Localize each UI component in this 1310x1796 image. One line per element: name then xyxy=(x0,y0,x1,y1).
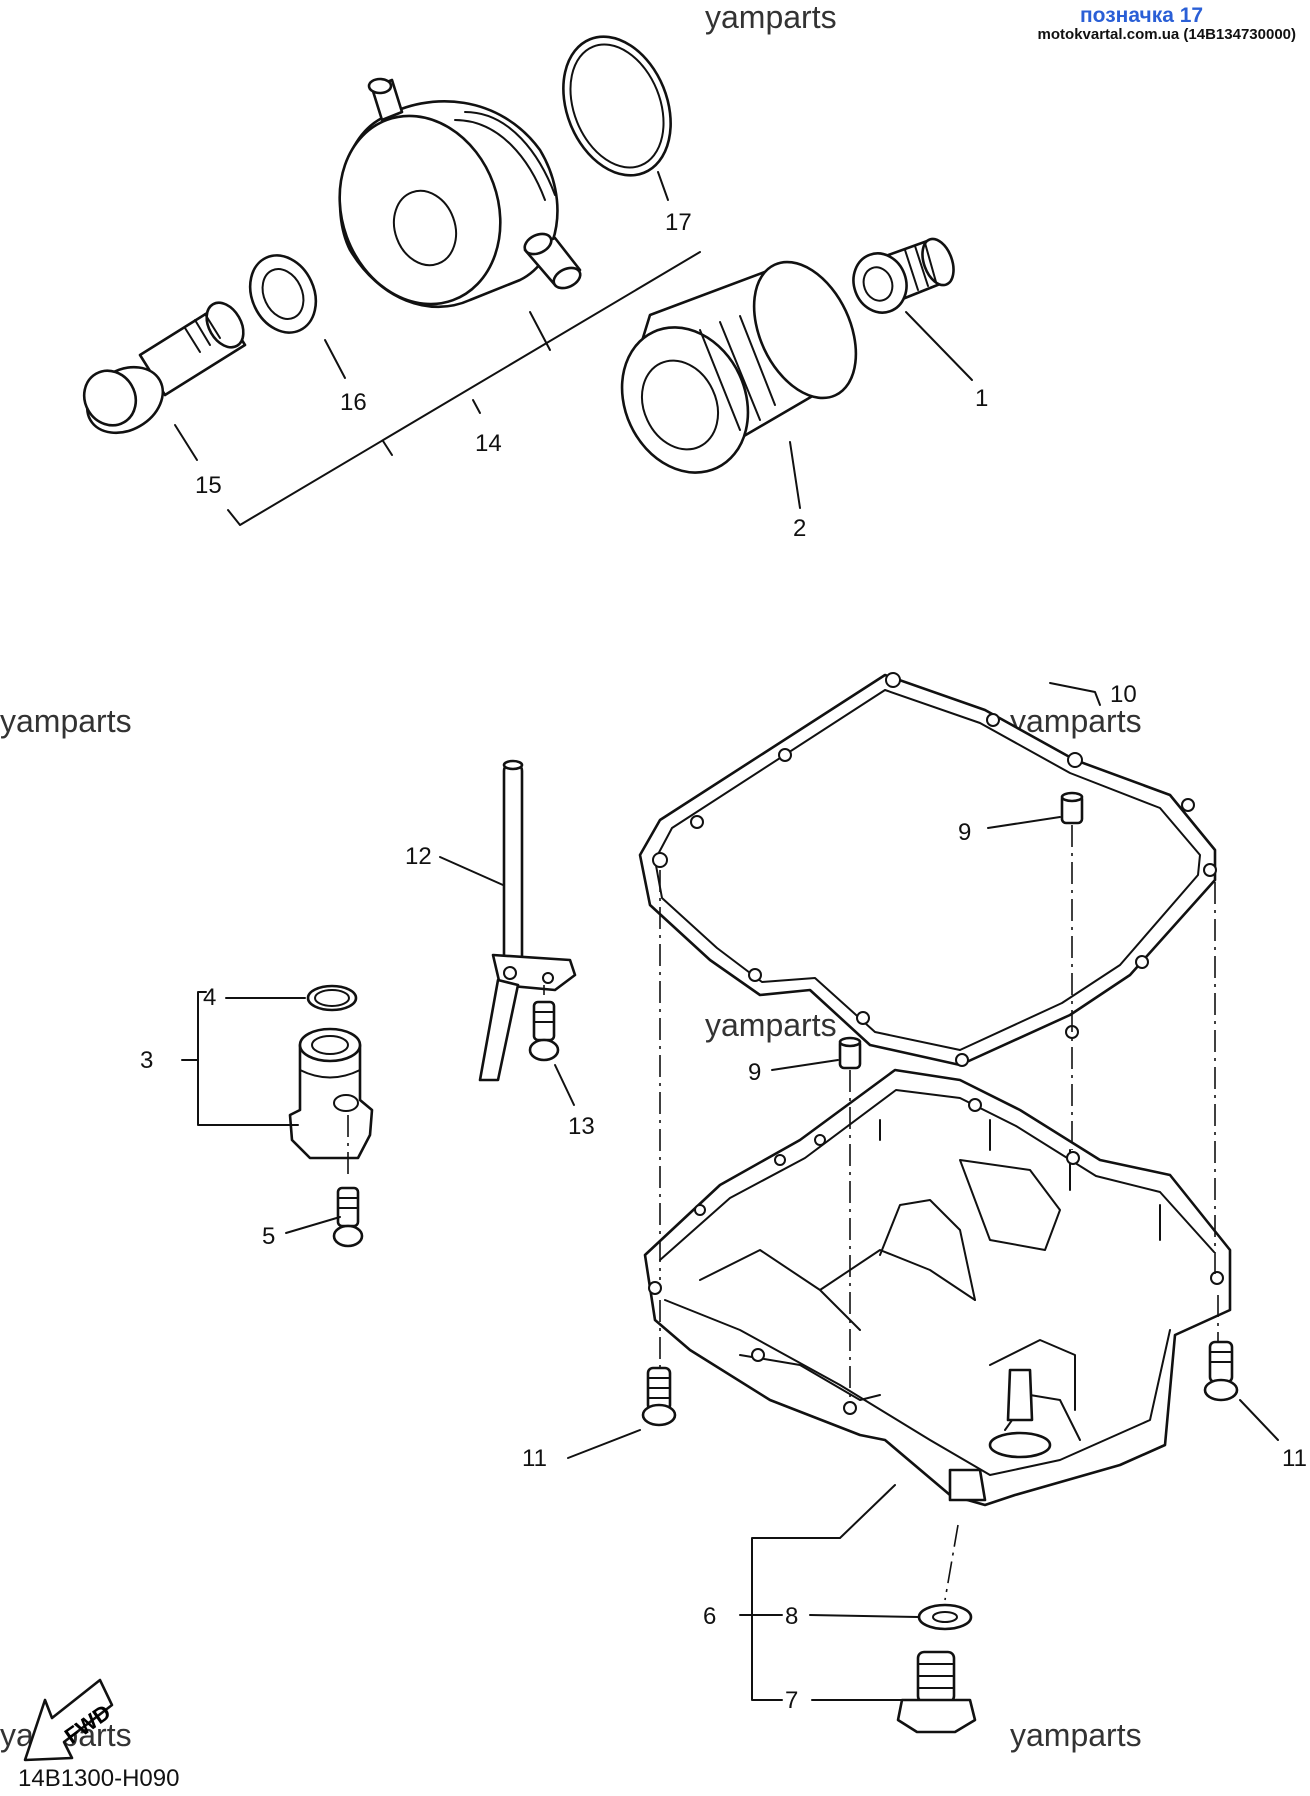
part-15-union-bolt xyxy=(82,301,247,435)
watermark: yamparts xyxy=(0,703,132,739)
callout-label: 15 xyxy=(195,472,222,499)
watermark: yamparts xyxy=(1010,1717,1142,1753)
part-3-relief-valve xyxy=(288,1027,374,1160)
callout-label: 2 xyxy=(793,515,806,542)
callout-label: 6 xyxy=(703,1603,716,1630)
site-label: motokvartal.com.ua (14B134730000) xyxy=(1037,26,1296,43)
position-label: позначка 17 xyxy=(1080,4,1204,27)
part-10-gasket xyxy=(638,672,1217,1067)
callout-label: 17 xyxy=(665,209,692,236)
callout-label: 9 xyxy=(958,819,971,846)
part-17-o-ring xyxy=(562,35,672,177)
part-1-fitting xyxy=(852,237,955,314)
callout-label: 1 xyxy=(975,385,988,412)
callout-label: 5 xyxy=(262,1223,275,1250)
callout-label: 3 xyxy=(140,1047,153,1074)
part-2-oil-filter xyxy=(620,260,858,474)
callout-label: 13 xyxy=(568,1113,595,1140)
part-5-bolt xyxy=(332,1115,364,1248)
part-13-bolt xyxy=(528,985,560,1062)
callout-label: 11 xyxy=(522,1445,547,1472)
callout-label: 9 xyxy=(748,1059,761,1086)
watermark: yamparts xyxy=(1010,703,1142,739)
callout-label: 16 xyxy=(340,389,367,416)
part-16-washer xyxy=(248,254,318,334)
part-14-oil-cooler xyxy=(338,77,582,309)
callout-label: 8 xyxy=(785,1603,798,1630)
part-9-dowel-pin xyxy=(838,791,1084,1070)
part-7-drain-bolt xyxy=(896,1650,977,1734)
part-4-o-ring xyxy=(306,984,358,1012)
part-12-strainer xyxy=(478,759,577,1082)
callout-label: 11 xyxy=(1282,1445,1307,1472)
callout-label: 10 xyxy=(1110,681,1137,708)
part-11-bolt xyxy=(641,1340,1239,1427)
watermark: yamparts xyxy=(705,1007,837,1043)
callout-label: 14 xyxy=(475,430,502,457)
callout-label: 12 xyxy=(405,843,432,870)
callout-label: 7 xyxy=(785,1687,798,1714)
part-6-oil-pan xyxy=(643,1068,1232,1507)
part-8-washer xyxy=(917,1603,973,1631)
diagram-code: 14B1300-H090 xyxy=(18,1765,179,1792)
callout-label: 4 xyxy=(203,984,216,1011)
watermark: yamparts xyxy=(705,0,837,35)
